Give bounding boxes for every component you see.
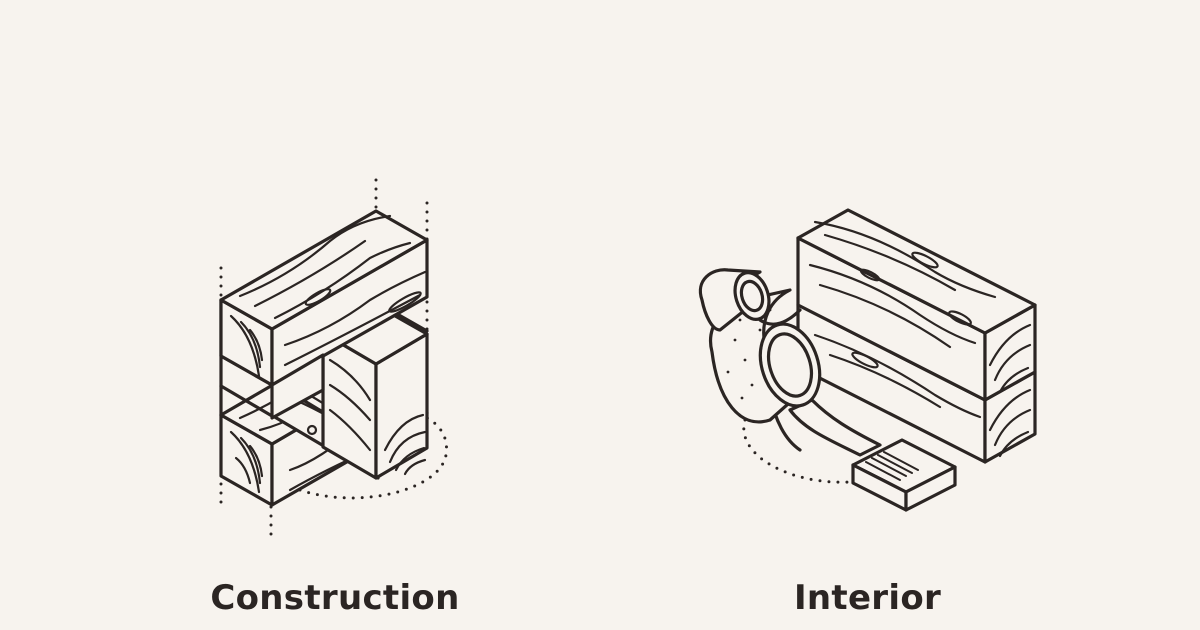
veneer-roll-small	[698, 268, 802, 332]
middle-front-block	[306, 302, 429, 480]
category-label-construction: Construction	[210, 578, 460, 618]
center-strut	[219, 353, 325, 420]
guide-lines	[742, 418, 852, 484]
veneer-plank	[851, 438, 957, 512]
category-label-interior: Interior	[793, 578, 942, 618]
veneer-roll-large	[709, 288, 822, 424]
upper-wood-beam	[796, 208, 1037, 402]
top-beam	[219, 209, 429, 387]
